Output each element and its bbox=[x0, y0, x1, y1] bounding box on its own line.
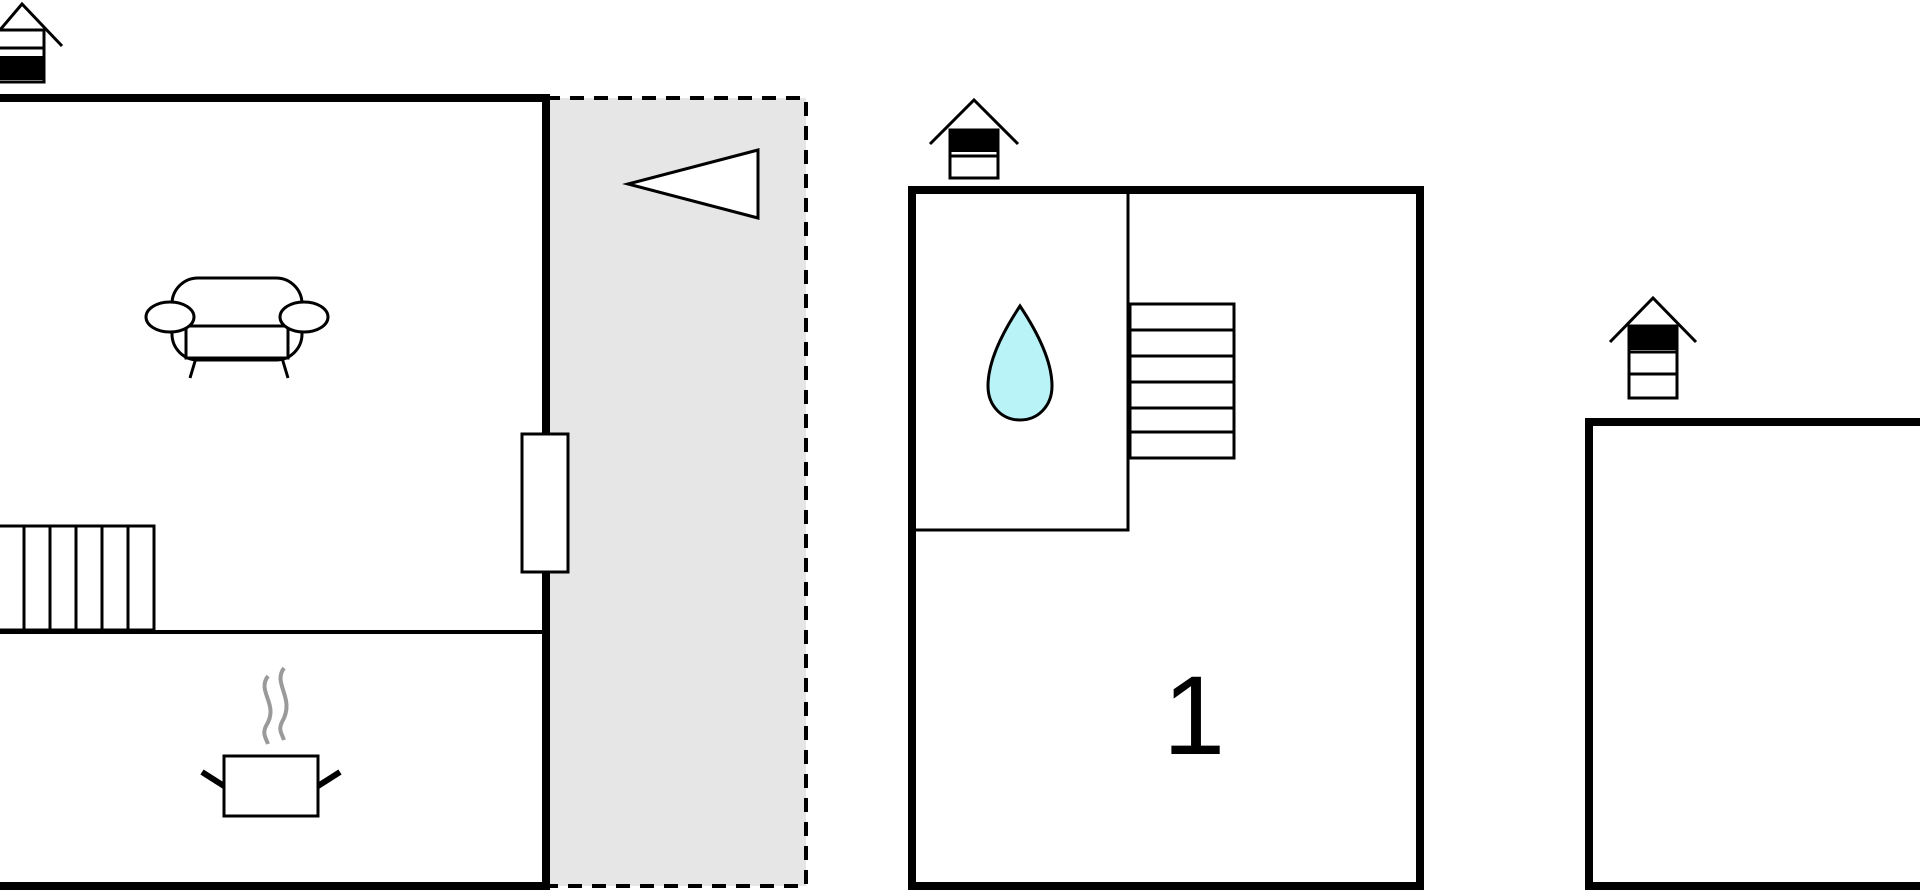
bedroom-number: 1 bbox=[1163, 653, 1225, 778]
bathroom-wall bbox=[912, 190, 1130, 532]
outer-wall bbox=[908, 186, 1424, 890]
terrace-area bbox=[544, 96, 808, 888]
house-level-icon-first bbox=[928, 97, 1020, 180]
cooking-pot-icon bbox=[200, 666, 342, 818]
sofa-icon bbox=[144, 276, 330, 379]
outer-wall bbox=[1585, 418, 1920, 890]
water-drop-icon bbox=[986, 303, 1054, 422]
second-floor bbox=[1585, 295, 1920, 890]
radiator-icon bbox=[0, 524, 156, 632]
staircase-icon bbox=[1128, 302, 1236, 460]
house-level-icon-ground bbox=[0, 1, 64, 84]
first-floor: 1 bbox=[908, 97, 1424, 890]
ground-floor bbox=[0, 1, 808, 890]
door-icon bbox=[520, 432, 570, 574]
house-level-icon-second bbox=[1608, 295, 1698, 400]
compass-icon bbox=[622, 148, 760, 220]
